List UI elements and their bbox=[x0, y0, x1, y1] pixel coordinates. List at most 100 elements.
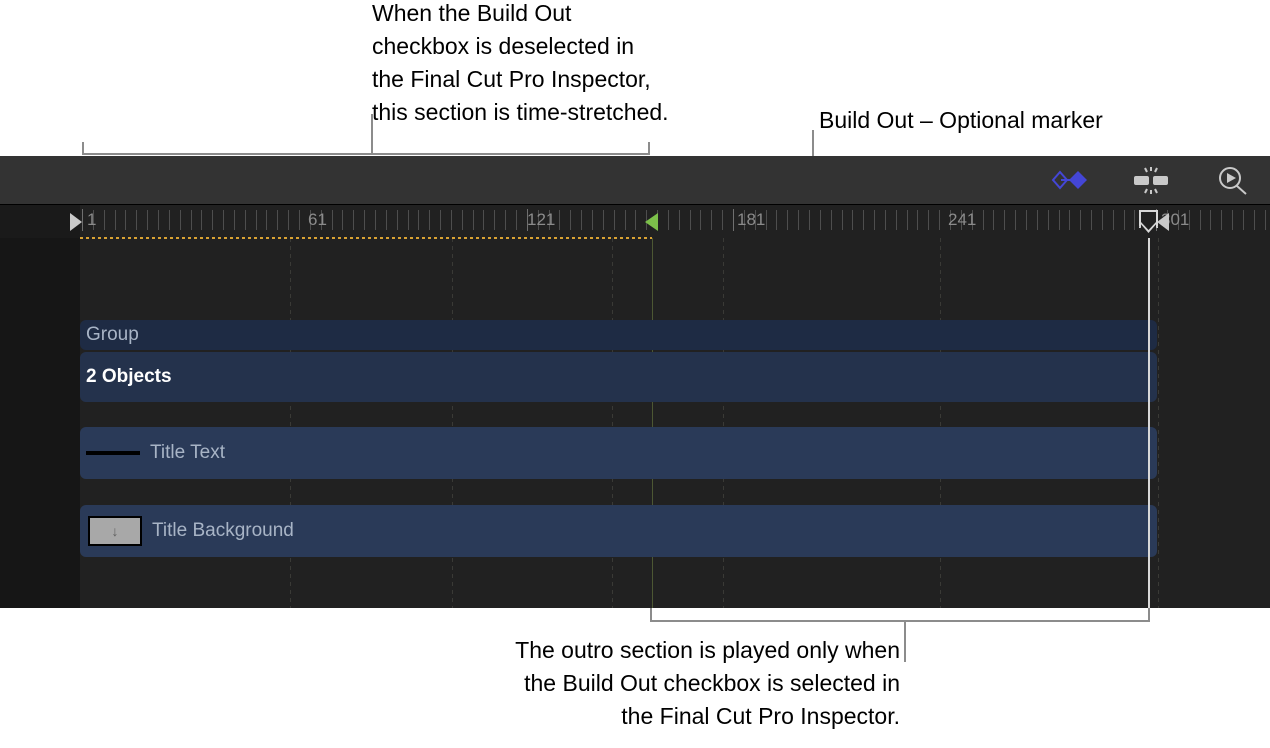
build-out-marker-icon[interactable] bbox=[645, 213, 658, 231]
ruler-tick bbox=[885, 210, 886, 230]
ruler-tick bbox=[234, 210, 235, 230]
bracket-bottom-right-tick bbox=[1148, 608, 1150, 622]
project-end-marker-icon[interactable] bbox=[1157, 213, 1169, 231]
ruler-tick bbox=[212, 210, 213, 230]
ruler-tick bbox=[820, 210, 821, 230]
track-bar[interactable]: Group bbox=[80, 320, 1157, 350]
ruler-tick bbox=[1243, 210, 1244, 230]
ruler-tick bbox=[787, 210, 788, 230]
ruler-tick bbox=[342, 210, 343, 230]
image-thumbnail-icon: ↓ bbox=[88, 516, 142, 546]
track-bar[interactable]: Title Text bbox=[80, 427, 1157, 479]
ruler-tick bbox=[917, 210, 918, 230]
ruler-tick bbox=[592, 210, 593, 230]
gridline bbox=[452, 238, 453, 608]
ruler-tick bbox=[1221, 210, 1222, 230]
show-audio-icon[interactable] bbox=[1128, 165, 1174, 195]
ruler-tick bbox=[82, 209, 83, 231]
ruler-left-gutter bbox=[0, 205, 80, 238]
ruler-frame-label: 61 bbox=[308, 210, 327, 229]
ruler-tick bbox=[679, 210, 680, 230]
line-thumbnail-icon bbox=[86, 451, 140, 455]
ruler-tick bbox=[115, 210, 116, 230]
ruler-tick bbox=[451, 210, 452, 230]
ruler-tick bbox=[1200, 210, 1201, 230]
ruler-tick bbox=[462, 210, 463, 230]
ruler-tick bbox=[375, 210, 376, 230]
ruler-tick bbox=[907, 210, 908, 230]
ruler-tick bbox=[136, 210, 137, 230]
ruler-tick bbox=[928, 210, 929, 230]
ruler-tick bbox=[1069, 210, 1070, 230]
ruler-tick bbox=[1189, 210, 1190, 230]
ruler-tick bbox=[1102, 210, 1103, 230]
ruler-tick bbox=[831, 210, 832, 230]
ruler-tick bbox=[744, 210, 745, 230]
ruler-tick bbox=[147, 210, 148, 230]
ruler-tick bbox=[321, 210, 322, 230]
annotation-right-text: Build Out – Optional marker bbox=[819, 107, 1103, 133]
ruler-tick bbox=[1091, 210, 1092, 230]
build-out-dotted-line bbox=[80, 237, 652, 239]
ruler-tick bbox=[1232, 210, 1233, 230]
ruler-tick bbox=[440, 210, 441, 230]
ruler-tick bbox=[842, 210, 843, 230]
ruler-tick bbox=[180, 210, 181, 230]
ruler-tick bbox=[603, 210, 604, 230]
ruler-tick bbox=[625, 210, 626, 230]
ruler-tick bbox=[169, 210, 170, 230]
gridline bbox=[290, 238, 291, 608]
ruler-tick bbox=[527, 209, 528, 231]
ruler-tick bbox=[1080, 210, 1081, 230]
track-bar[interactable]: 2 Objects bbox=[80, 352, 1157, 402]
track-bar[interactable]: ↓ Title Background bbox=[80, 505, 1157, 557]
bracket-top-horizontal bbox=[82, 153, 650, 155]
ruler-tick bbox=[1026, 210, 1027, 230]
ruler-tick bbox=[1124, 210, 1125, 230]
annotation-bottom-text: The outro section is played only when th… bbox=[515, 637, 900, 729]
ruler-tick bbox=[158, 210, 159, 230]
ruler-tick bbox=[755, 210, 756, 230]
zoom-search-icon[interactable] bbox=[1210, 165, 1256, 195]
ruler-frame-label: 241 bbox=[948, 210, 977, 229]
ruler-tick bbox=[549, 210, 550, 230]
ruler-tick bbox=[516, 210, 517, 230]
ruler-tick bbox=[418, 210, 419, 230]
ruler-tick bbox=[266, 210, 267, 230]
ruler-tick bbox=[93, 210, 94, 230]
ruler-tick bbox=[494, 210, 495, 230]
annotation-top-text: When the Build Out checkbox is deselecte… bbox=[372, 0, 669, 125]
ruler-tick bbox=[983, 210, 984, 230]
playhead-handle-point-inner bbox=[1141, 222, 1156, 230]
keyframe-icon[interactable] bbox=[1046, 165, 1092, 195]
ruler-tick bbox=[538, 210, 539, 230]
track-label: 2 Objects bbox=[86, 366, 172, 387]
build-out-guide-line bbox=[652, 238, 653, 608]
ruler-tick bbox=[473, 210, 474, 230]
ruler-tick bbox=[1134, 210, 1135, 230]
ruler-tick bbox=[798, 210, 799, 230]
ruler-tick bbox=[299, 210, 300, 230]
ruler-tick bbox=[397, 210, 398, 230]
ruler-tick bbox=[310, 210, 311, 230]
gridline bbox=[1158, 238, 1159, 608]
project-start-marker-icon[interactable] bbox=[70, 213, 82, 231]
bracket-top-stem bbox=[371, 114, 373, 154]
track-label: Title Background bbox=[152, 520, 294, 541]
ruler-tick bbox=[1015, 210, 1016, 230]
ruler-tick bbox=[256, 210, 257, 230]
ruler-frame-label: 121 bbox=[527, 210, 556, 229]
ruler-tick bbox=[386, 210, 387, 230]
ruler-tick bbox=[223, 210, 224, 230]
ruler-tick bbox=[483, 210, 484, 230]
ruler-tick bbox=[668, 210, 669, 230]
ruler-tick bbox=[635, 210, 636, 230]
ruler-tick bbox=[766, 210, 767, 230]
ruler-tick bbox=[1265, 210, 1266, 230]
ruler-tick bbox=[570, 210, 571, 230]
ruler-tick bbox=[408, 210, 409, 230]
ruler-tick bbox=[690, 210, 691, 230]
